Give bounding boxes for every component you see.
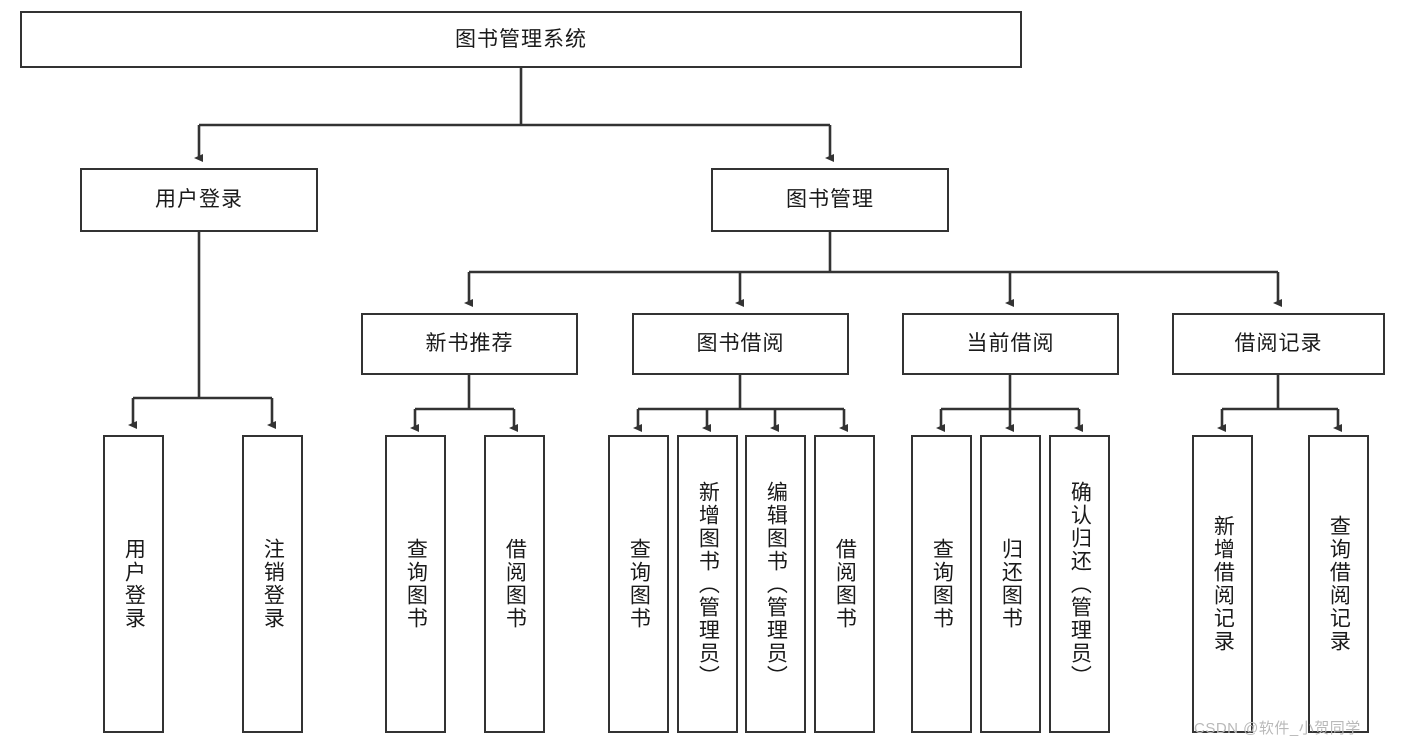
leaf-new-book-query-book[interactable]: 查询图书 [385, 435, 446, 733]
leaf-user-login-logout[interactable]: 注销登录 [242, 435, 303, 733]
leaf-new-book-borrow-book[interactable]: 借阅图书 [484, 435, 545, 733]
leaf-borrow-record-add-record[interactable]: 新增借阅记录 [1192, 435, 1253, 733]
leaf-book-borrow-add-book-admin[interactable]: 新增图书（管理员） [677, 435, 738, 733]
leaf-label: 注销登录 [261, 538, 285, 630]
node-root-label: 图书管理系统 [455, 27, 587, 51]
node-root-book-management-system[interactable]: 图书管理系统 [20, 11, 1022, 68]
leaf-label: 查询图书 [404, 538, 428, 630]
leaf-borrow-record-query-record[interactable]: 查询借阅记录 [1308, 435, 1369, 733]
leaf-book-borrow-edit-book-admin[interactable]: 编辑图书（管理员） [745, 435, 806, 733]
node-current-borrow-label: 当前借阅 [966, 332, 1055, 356]
node-book-management-label: 图书管理 [786, 188, 874, 212]
leaf-current-borrow-return-book[interactable]: 归还图书 [980, 435, 1041, 733]
node-borrow-record-label: 借阅记录 [1234, 332, 1323, 356]
leaf-label: 用户登录 [122, 538, 146, 630]
leaf-label: 编辑图书（管理员） [764, 480, 788, 688]
leaf-user-login-login[interactable]: 用户登录 [103, 435, 164, 733]
node-current-borrow[interactable]: 当前借阅 [902, 313, 1119, 375]
node-book-borrow[interactable]: 图书借阅 [632, 313, 849, 375]
leaf-book-borrow-query-book[interactable]: 查询图书 [608, 435, 669, 733]
leaf-label: 确认归还（管理员） [1068, 480, 1092, 688]
leaf-book-borrow-borrow-book[interactable]: 借阅图书 [814, 435, 875, 733]
leaf-label: 借阅图书 [503, 538, 527, 630]
leaf-label: 新增借阅记录 [1211, 515, 1235, 653]
leaf-label: 新增图书（管理员） [696, 480, 720, 688]
leaf-label: 查询图书 [930, 538, 954, 630]
node-user-login-label: 用户登录 [155, 188, 243, 212]
leaf-current-borrow-query-book[interactable]: 查询图书 [911, 435, 972, 733]
node-borrow-record[interactable]: 借阅记录 [1172, 313, 1385, 375]
node-book-borrow-label: 图书借阅 [696, 332, 785, 356]
leaf-label: 查询图书 [627, 538, 651, 630]
node-user-login[interactable]: 用户登录 [80, 168, 318, 232]
node-new-book-recommend-label: 新书推荐 [425, 332, 514, 356]
leaf-current-borrow-confirm-return-admin[interactable]: 确认归还（管理员） [1049, 435, 1110, 733]
leaf-label: 查询借阅记录 [1327, 515, 1351, 653]
leaf-label: 归还图书 [999, 538, 1023, 630]
node-new-book-recommend[interactable]: 新书推荐 [361, 313, 578, 375]
csdn-watermark: CSDN @软件_小贺同学 [1194, 720, 1361, 737]
node-book-management[interactable]: 图书管理 [711, 168, 949, 232]
leaf-label: 借阅图书 [833, 538, 857, 630]
